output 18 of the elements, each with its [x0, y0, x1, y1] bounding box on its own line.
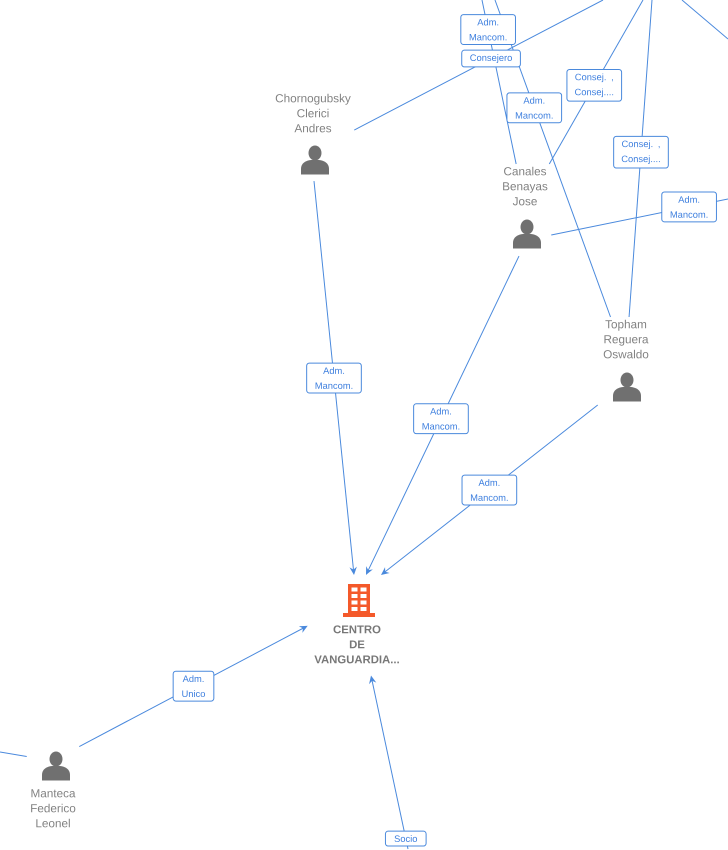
company-name: CENTRO DE VANGUARDIA...: [314, 625, 399, 664]
edge-label: Socio: [384, 830, 427, 847]
connector-line: [628, 0, 652, 318]
edge-label: Adm. Mancom.: [462, 474, 518, 506]
person-name: Topham Reguera Oswaldo: [604, 320, 648, 358]
edge-label: Adm. Unico: [172, 670, 214, 702]
edge-label: Adm. Mancom.: [460, 14, 516, 45]
connector-line: [0, 752, 28, 757]
edge-label: Adm. Mancom.: [306, 362, 362, 394]
edge-label: Consejero: [461, 50, 521, 68]
edge-label: Consej. , Consej....: [613, 136, 669, 169]
edge-label: Adm. Mancom.: [413, 403, 469, 434]
person-name: Chornogubsky Clerici Andres: [276, 94, 351, 132]
person-name: Canales Benayas Jose: [503, 166, 548, 206]
person-name: Manteca Federico Leonel: [31, 789, 76, 828]
edge-label: Adm. Mancom.: [506, 92, 562, 124]
edge-label: Consej. , Consej....: [566, 68, 622, 102]
edge-label: Adm. Mancom.: [661, 192, 717, 222]
